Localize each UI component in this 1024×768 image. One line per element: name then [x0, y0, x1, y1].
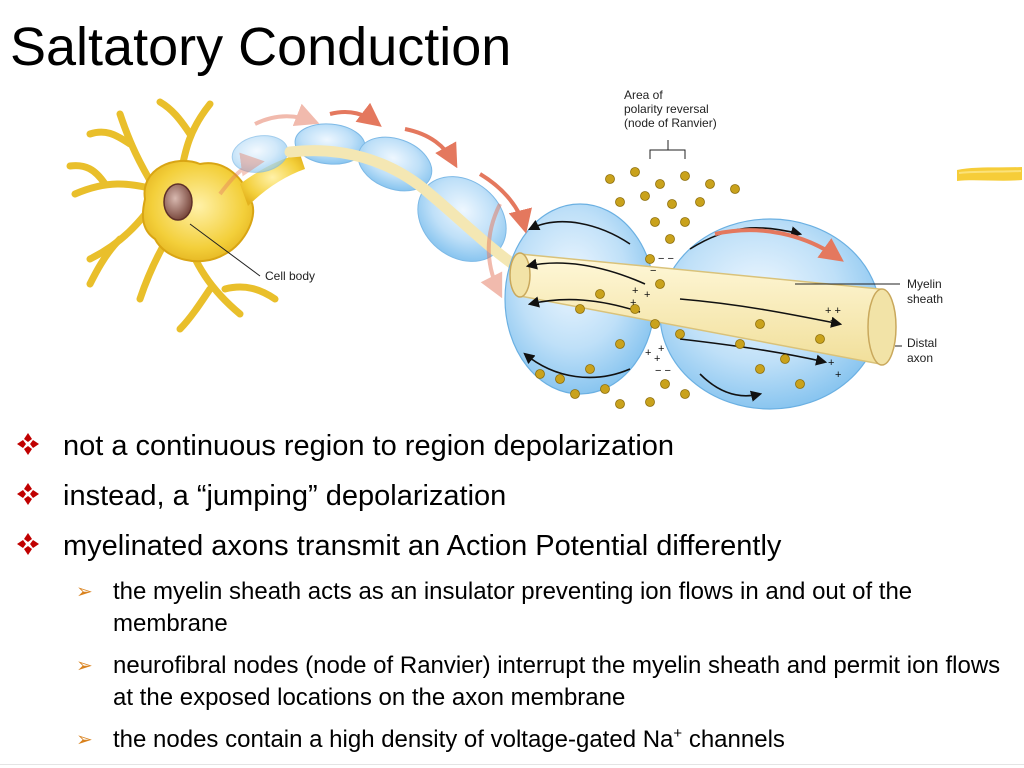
- svg-text:− −: − −: [658, 253, 674, 265]
- bullet-list: not a continuous region to region depola…: [14, 426, 1014, 766]
- footer-divider: [0, 764, 1024, 765]
- svg-text:−: −: [650, 265, 656, 277]
- svg-text:+: +: [830, 315, 836, 327]
- sodium-ions: [535, 167, 825, 409]
- svg-text:+ +: + +: [825, 305, 841, 317]
- svg-text:+: +: [828, 357, 834, 369]
- diamond-bullet-icon: [17, 533, 39, 555]
- svg-text:+: +: [658, 343, 664, 355]
- sub-bullet-text: neurofibral nodes (node of Ranvier) inte…: [113, 652, 1001, 711]
- svg-text:+: +: [654, 353, 660, 365]
- local-current-arrows: [523, 219, 843, 402]
- diamond-bullet-icon: [17, 483, 39, 505]
- yellow-highlight-stroke: [957, 167, 1022, 181]
- myelin-segments: [231, 123, 507, 262]
- svg-text:+: +: [644, 289, 650, 301]
- bullet-item: myelinated axons transmit an Action Pote…: [14, 526, 1014, 576]
- distal-axon-end: [867, 288, 897, 366]
- sub-bullet-text-before: the nodes contain a high density of volt…: [113, 726, 674, 753]
- bullet-text: instead, a “jumping” depolarization: [63, 480, 507, 512]
- svg-text:+: +: [835, 369, 841, 381]
- charge-signs: +++ +++ + ++ ++ − −− − −: [630, 253, 841, 381]
- bullet-text: myelinated axons transmit an Action Pote…: [63, 530, 782, 562]
- label-myelin: Myelin: [907, 277, 942, 291]
- sodium-superscript: +: [673, 725, 683, 742]
- arrow-bullet-icon: ➢: [76, 581, 93, 603]
- svg-text:+: +: [632, 285, 638, 297]
- svg-text:+: +: [630, 297, 636, 309]
- node-callout: [649, 140, 686, 159]
- sub-bullet-item: ➢ neurofibral nodes (node of Ranvier) in…: [14, 650, 1014, 714]
- label-polarity-reversal: polarity reversal: [624, 102, 709, 116]
- label-distal: Distal: [907, 336, 937, 350]
- sub-bullet-item: ➢ the myelin sheath acts as an insulator…: [14, 576, 1014, 640]
- label-cell-body: Cell body: [265, 269, 315, 283]
- arrow-bullet-icon: ➢: [76, 729, 93, 751]
- sub-bullet-text-after: channels: [682, 726, 785, 753]
- diamond-bullet-icon: [17, 433, 39, 455]
- svg-text:+: +: [645, 347, 651, 359]
- label-sheath: sheath: [907, 292, 943, 306]
- sub-bullet-text: the myelin sheath acts as an insulator p…: [113, 578, 913, 637]
- bullet-text: not a continuous region to region depola…: [63, 430, 675, 462]
- arrow-bullet-icon: ➢: [76, 655, 93, 677]
- svg-text:− −: − −: [655, 365, 671, 377]
- sub-bullet-item: ➢ the nodes contain a high density of vo…: [14, 724, 1014, 756]
- axon-hillock: [240, 154, 305, 206]
- sub-bullet-text: the nodes contain a high density of volt…: [113, 724, 1003, 756]
- label-node-of-ranvier: (node of Ranvier): [624, 116, 717, 130]
- bullet-item: not a continuous region to region depola…: [14, 426, 1014, 476]
- nucleus: [163, 183, 193, 221]
- slide-title: Saltatory Conduction: [10, 17, 512, 77]
- label-area-of: Area of: [624, 88, 663, 102]
- saltatory-jump-arrows: [218, 102, 844, 299]
- saltatory-conduction-diagram: Cell body: [66, 88, 943, 410]
- bullet-item: instead, a “jumping” depolarization: [14, 476, 1014, 526]
- label-axon: axon: [907, 351, 933, 365]
